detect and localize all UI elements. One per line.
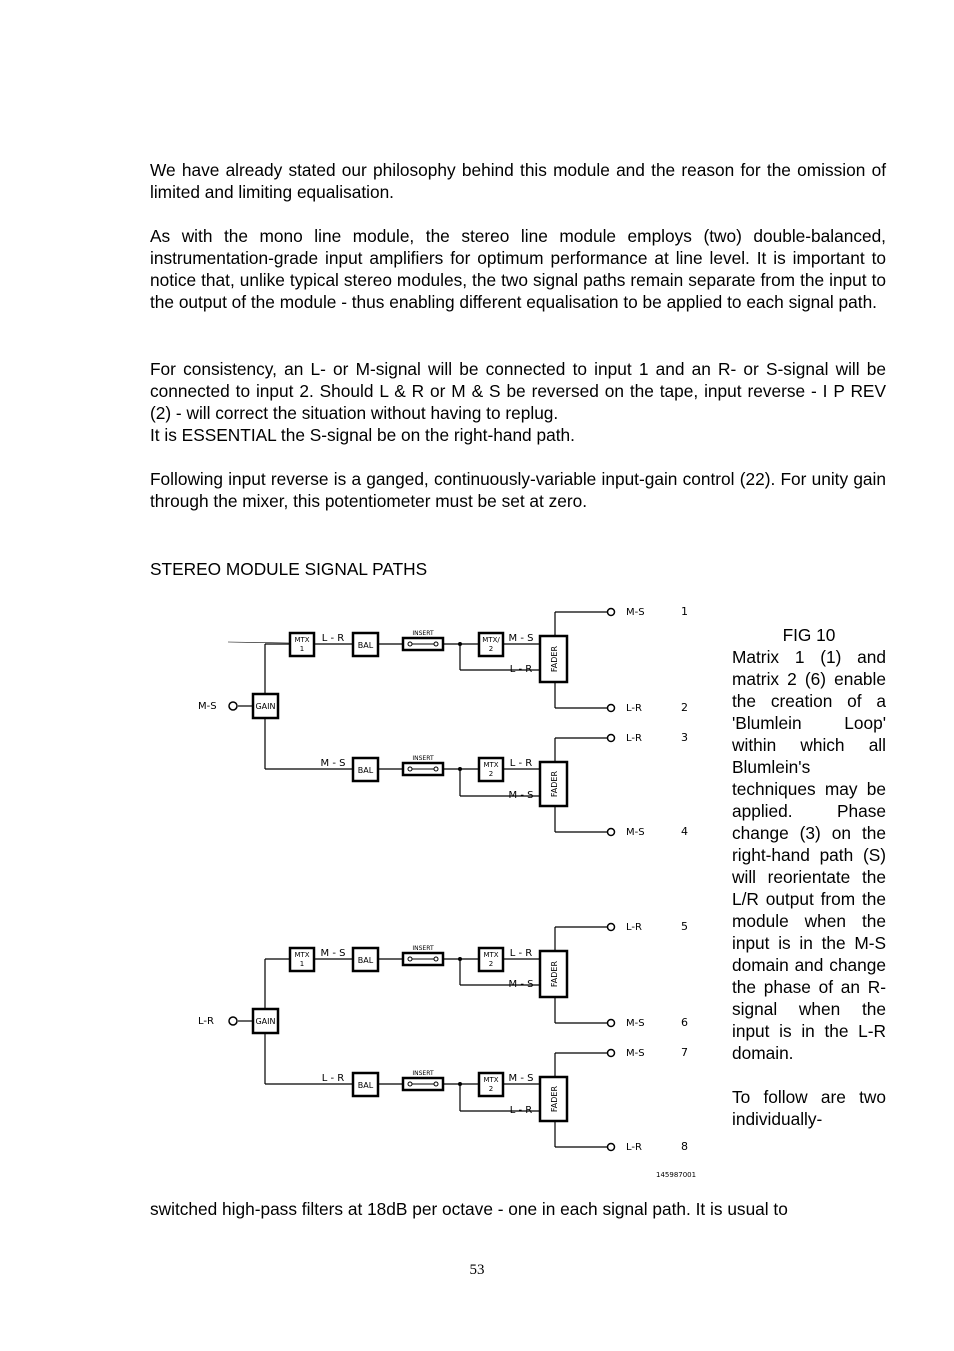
mtx1-label: MTX (294, 636, 309, 644)
mtx1-block (288, 946, 316, 973)
diagram-id: 145987001 (656, 1171, 696, 1179)
caption-continuation: To follow are two individually- (732, 1087, 886, 1129)
mtx2-label: MTX (483, 951, 498, 959)
paragraph-consistency: For consistency, an L- or M-signal will … (150, 359, 886, 423)
bottom-path-group: GAIN L-R MTX 1 M - S BAL INSERT MTX 2 L … (198, 920, 688, 1153)
bal-label: BAL (358, 1081, 374, 1090)
mtx2-label: MTX/ (482, 636, 500, 644)
mtx2-number: 2 (489, 645, 493, 653)
insert-label: INSERT (412, 630, 434, 637)
mtx2-block (477, 756, 505, 783)
fader-label: FADER (550, 771, 559, 798)
mtx2-number: 2 (489, 960, 493, 968)
input-label: L-R (198, 1016, 214, 1027)
path-label: L - R (510, 1105, 533, 1116)
output-number: 6 (681, 1016, 688, 1029)
paragraph-input-gain: Following input reverse is a ganged, con… (150, 469, 886, 511)
output-label: M-S (626, 827, 645, 838)
path-label: M - S (509, 790, 534, 801)
fader-block (538, 634, 569, 684)
bal-block (351, 1071, 380, 1098)
path-label: L - R (510, 758, 533, 769)
output-label: L-R (626, 922, 642, 933)
input-label: M-S (198, 701, 217, 712)
fader-block (538, 760, 569, 808)
output-number: 4 (681, 825, 688, 838)
path-label: L - R (510, 664, 533, 675)
output-number: 3 (681, 731, 688, 744)
continuation-line: switched high-pass filters at 18dB per o… (150, 1199, 788, 1219)
figure-caption: FIG 10 Matrix 1 (1) and matrix 2 (6) ena… (732, 624, 886, 1130)
path-label: M - S (509, 1073, 534, 1084)
gain-label: GAIN (255, 702, 275, 711)
path-label: M - S (509, 633, 534, 644)
signal-path-diagram: GAIN M-S MTX 1 L - R BAL INSERT MTX/ 2 M… (198, 605, 696, 1179)
paragraph-essential: It is ESSENTIAL the S-signal be on the r… (150, 425, 575, 445)
page-number: 53 (469, 1262, 485, 1278)
path-label: L - R (322, 1073, 345, 1084)
output-label: M-S (626, 607, 645, 618)
output-label: L-R (626, 733, 642, 744)
bal-label: BAL (358, 641, 374, 650)
paragraph-philosophy: We have already stated our philosophy be… (150, 160, 886, 202)
output-label: M-S (626, 1018, 645, 1029)
section-heading: STEREO MODULE SIGNAL PATHS (150, 559, 428, 579)
path-label: L - R (322, 633, 345, 644)
mtx2-block (477, 946, 505, 973)
gain-block (251, 1007, 280, 1035)
bal-block (351, 946, 380, 973)
output-number: 2 (681, 701, 688, 714)
bal-label: BAL (358, 766, 374, 775)
path-label: M - S (509, 979, 534, 990)
bal-block (351, 631, 380, 658)
fader-block (538, 1075, 569, 1123)
mtx1-number: 1 (300, 645, 304, 653)
mtx2-block (477, 1071, 505, 1098)
top-path-group: GAIN M-S MTX 1 L - R BAL INSERT MTX/ 2 M… (198, 605, 688, 838)
mtx2-label: MTX (483, 761, 498, 769)
output-label: L-R (626, 1142, 642, 1153)
bal-label: BAL (358, 956, 374, 965)
insert-label: INSERT (412, 1070, 434, 1077)
path-label: M - S (321, 948, 346, 959)
mtx2-number: 2 (489, 770, 493, 778)
output-number: 1 (681, 605, 688, 618)
output-label: M-S (626, 1048, 645, 1059)
figure-label: FIG 10 (782, 625, 836, 645)
paragraph-line-module: As with the mono line module, the stereo… (150, 226, 886, 312)
output-number: 7 (681, 1046, 688, 1059)
mtx2-number: 2 (489, 1085, 493, 1093)
bal-block (351, 756, 380, 783)
path-label: L - R (510, 948, 533, 959)
gain-label: GAIN (255, 1017, 275, 1026)
path-label: M - S (321, 758, 346, 769)
output-number: 8 (681, 1140, 688, 1153)
gain-block (251, 692, 280, 720)
mtx2-label: MTX (483, 1076, 498, 1084)
fader-block (538, 949, 569, 999)
mtx1-label: MTX (294, 951, 309, 959)
fader-label: FADER (550, 1086, 559, 1113)
fader-label: FADER (550, 961, 559, 988)
mtx1-number: 1 (300, 960, 304, 968)
mtx2-block (477, 631, 505, 658)
mtx1-block (288, 631, 316, 658)
fader-label: FADER (550, 646, 559, 673)
output-number: 5 (681, 920, 688, 933)
insert-label: INSERT (412, 945, 434, 952)
caption-text: Matrix 1 (1) and matrix 2 (6) enable the… (732, 647, 886, 1063)
output-label: L-R (626, 703, 642, 714)
insert-label: INSERT (412, 755, 434, 762)
